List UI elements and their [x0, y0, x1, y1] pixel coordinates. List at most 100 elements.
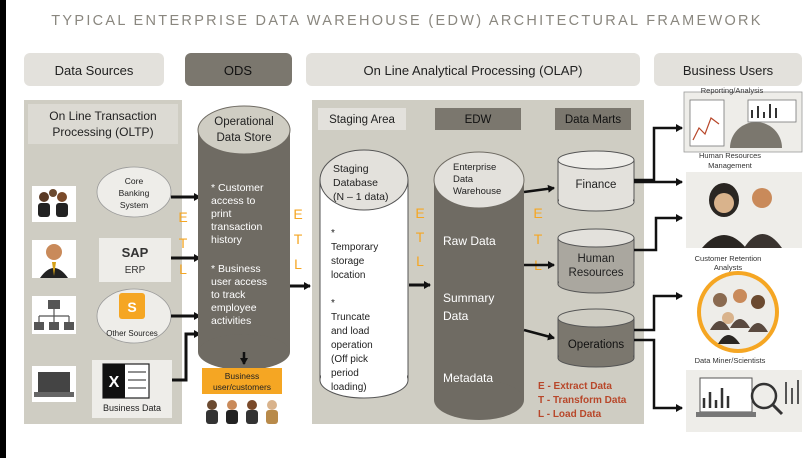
operational-data-store-cylinder: Operational Data Store — [197, 105, 291, 370]
legend-load: L - Load Data — [538, 409, 602, 420]
header-ods-label: ODS — [224, 63, 253, 78]
staging-area-label: Staging Area — [329, 114, 395, 126]
hr-mgmt-label-line1: Human Resources — [699, 151, 761, 160]
other-sources: S Other Sources — [96, 288, 172, 344]
edw-architecture-canvas: TYPICAL ENTERPRISE DATA WAREHOUSE (EDW) … — [6, 0, 808, 458]
staging-database-cylinder: Staging Database (N – 1 data) — [319, 149, 409, 399]
header-data-sources: Data Sources — [24, 53, 164, 86]
etl-1-t: T — [179, 235, 188, 251]
ods-bullet-line-7: * Business — [211, 263, 261, 275]
retention-label-line1: Customer Retention — [695, 254, 762, 263]
sharepoint-icon-letter: S — [127, 299, 136, 315]
staging-bullet-line-12: loading) — [331, 382, 367, 393]
retention-analysts-image — [697, 271, 779, 353]
staging-bullet-line-9: operation — [331, 340, 373, 351]
oltp-title-line1: On Line Transaction — [49, 109, 156, 123]
sap-erp-source: SAP ERP — [99, 238, 171, 282]
ods-bullet-line-5: history — [211, 234, 243, 246]
header-business-users-label: Business Users — [683, 63, 774, 78]
sharepoint-icon — [119, 293, 145, 319]
staging-title-line2: Database — [333, 177, 378, 189]
staging-bullet-line-3: storage — [331, 256, 365, 267]
staging-bullet-line-11: period — [331, 368, 359, 379]
edw-title-line2: Data — [453, 174, 474, 185]
finance-label: Finance — [576, 179, 617, 191]
etl-letters-2: E T L — [293, 206, 302, 272]
hr-mgmt-label-line2: Management — [708, 161, 753, 170]
edw-title-line1: Enterprise — [453, 162, 496, 173]
ods-bullet-line-10: employee — [211, 302, 257, 314]
edw-layer-metadata: Metadata — [443, 371, 493, 385]
hr-mart-cylinder: Human Resources — [557, 228, 635, 294]
oltp-title-line2: Processing (OLTP) — [52, 125, 153, 139]
edw-label-box: EDW — [435, 108, 521, 130]
core-banking-line2: Banking — [119, 188, 150, 198]
ods-title-line1: Operational — [214, 116, 273, 128]
ods-bullet-line-11: activities — [211, 315, 251, 327]
arrow-edw-to-operations — [523, 328, 555, 341]
ods-bullet-line-2: access to — [211, 195, 256, 207]
ods-bullet-line-1: * Customer — [211, 182, 264, 194]
etl-letters-1: E T L — [178, 209, 187, 277]
ods-bullet-line-9: to track — [211, 289, 246, 301]
data-miners-label: Data Miner/Scientists — [695, 356, 766, 365]
other-sources-label: Other Sources — [106, 329, 158, 338]
page-title: TYPICAL ENTERPRISE DATA WAREHOUSE (EDW) … — [51, 13, 763, 29]
arrow-operations-to-miners — [634, 338, 683, 412]
etl-4-e: E — [533, 205, 542, 221]
edw-title-line3: Warehouse — [453, 186, 501, 197]
core-banking-line1: Core — [125, 176, 144, 186]
header-olap: On Line Analytical Processing (OLAP) — [306, 53, 640, 86]
businessman-icon — [32, 240, 76, 278]
staging-bullet-line-10: (Off pick — [331, 354, 369, 365]
core-banking-line3: System — [120, 200, 148, 210]
etl-2-e: E — [293, 206, 302, 222]
edw-layer-data: Data — [443, 309, 469, 323]
staging-area-label-box: Staging Area — [318, 108, 406, 130]
data-marts-label-box: Data Marts — [555, 108, 631, 130]
sap-logo-text: SAP — [122, 245, 149, 260]
header-data-sources-label: Data Sources — [55, 63, 134, 78]
arrow-operations-to-retention — [634, 292, 683, 332]
header-olap-label: On Line Analytical Processing (OLAP) — [364, 63, 583, 78]
staging-title-line1: Staging — [333, 163, 369, 175]
staging-title-line3: (N – 1 data) — [333, 191, 388, 203]
arrow-business-data — [172, 330, 201, 382]
marts-to-users-arrows — [634, 124, 683, 412]
laptop-icon — [32, 366, 76, 402]
edw-layer-raw-data: Raw Data — [443, 234, 496, 248]
hr-label-line2: Resources — [569, 267, 624, 279]
data-marts-label: Data Marts — [565, 114, 621, 126]
edw-cylinder: Enterprise Data Warehouse — [433, 151, 525, 420]
ods-bullet-line-8: user access — [211, 276, 267, 288]
excel-icon-letter: X — [109, 374, 120, 391]
etl-2-l: L — [294, 256, 302, 272]
ods-bullet-line-3: print — [211, 208, 232, 220]
etl-legend: E - Extract Data T - Transform Data L - … — [538, 381, 627, 420]
staging-bullet-line-4: location — [331, 270, 365, 281]
business-customers-line1: Business — [225, 371, 260, 381]
business-data-source: X Business Data — [92, 360, 172, 418]
source-to-ods-arrows — [171, 193, 201, 382]
customers-people-icon — [206, 400, 278, 424]
finance-mart-cylinder: Finance — [557, 150, 635, 212]
core-banking-system: Core Banking System — [96, 166, 172, 218]
etl-2-t: T — [294, 231, 303, 247]
etl-3-t: T — [416, 229, 425, 245]
staging-bullet-line-1: * — [331, 228, 335, 239]
operations-label: Operations — [568, 339, 625, 351]
hr-management-image — [686, 172, 802, 248]
etl-letters-4: E T L — [533, 205, 542, 273]
data-miners-image — [686, 370, 802, 432]
etl-1-l: L — [179, 261, 187, 277]
edw-layer-summary: Summary — [443, 291, 494, 305]
etl-letters-3: E T L — [415, 205, 424, 269]
network-icon — [32, 296, 76, 334]
etl-3-l: L — [416, 253, 424, 269]
ods-bullet-line-4: transaction — [211, 221, 263, 233]
reporting-analysis-label: Reporting/Analysis — [701, 86, 764, 95]
hr-label-line1: Human — [577, 253, 614, 265]
staging-bullet-line-8: and load — [331, 326, 369, 337]
etl-1-e: E — [178, 209, 187, 225]
business-customers-box: Business user/customers — [202, 368, 282, 394]
